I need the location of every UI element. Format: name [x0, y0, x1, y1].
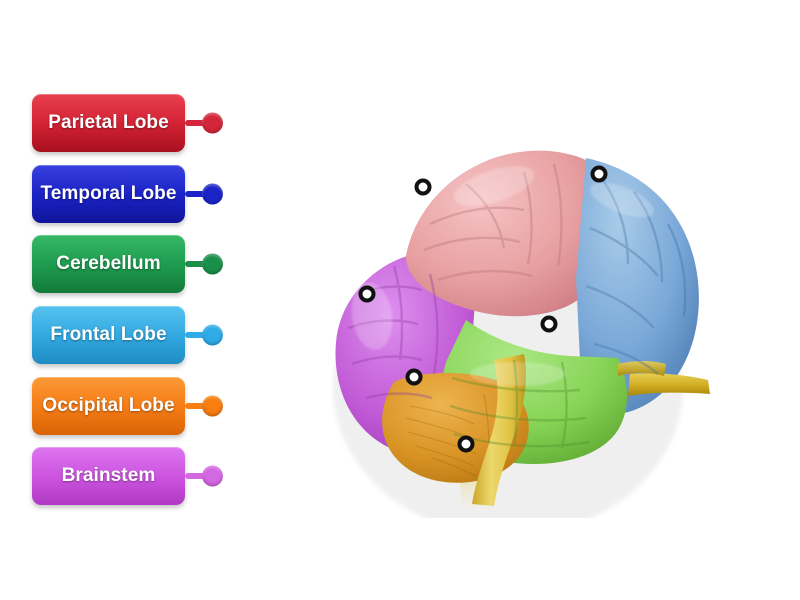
- label-dot-parietal[interactable]: [202, 112, 223, 134]
- label-pill-occipital[interactable]: Occipital Lobe: [32, 377, 185, 435]
- label-pill-text: Occipital Lobe: [42, 395, 175, 417]
- label-pill-text: Parietal Lobe: [48, 112, 169, 134]
- marker-parietal[interactable]: [414, 178, 432, 196]
- brain-diagram-image: [318, 88, 724, 518]
- label-connector-occipital: [185, 403, 207, 409]
- marker-frontal[interactable]: [590, 165, 608, 183]
- marker-temporal[interactable]: [540, 315, 558, 333]
- label-dot-frontal[interactable]: [202, 324, 223, 346]
- label-pill-cerebellum[interactable]: Cerebellum: [32, 235, 185, 293]
- marker-brainstem[interactable]: [457, 435, 475, 453]
- label-row-cerebellum: Cerebellum: [0, 235, 250, 293]
- label-row-occipital: Occipital Lobe: [0, 377, 250, 435]
- label-row-parietal: Parietal Lobe: [0, 94, 250, 152]
- label-row-brainstem: Brainstem: [0, 447, 250, 505]
- label-pill-text: Temporal Lobe: [40, 183, 177, 205]
- label-pill-text: Frontal Lobe: [50, 324, 167, 346]
- label-connector-temporal: [185, 191, 207, 197]
- marker-occipital[interactable]: [358, 285, 376, 303]
- label-row-frontal: Frontal Lobe: [0, 306, 250, 364]
- label-dot-temporal[interactable]: [202, 183, 223, 205]
- label-dot-occipital[interactable]: [202, 395, 223, 417]
- label-connector-parietal: [185, 120, 207, 126]
- marker-cerebellum[interactable]: [405, 368, 423, 386]
- label-connector-cerebellum: [185, 261, 207, 267]
- label-pill-frontal[interactable]: Frontal Lobe: [32, 306, 185, 364]
- label-pill-parietal[interactable]: Parietal Lobe: [32, 94, 185, 152]
- label-pill-text: Brainstem: [61, 465, 156, 487]
- label-dot-cerebellum[interactable]: [202, 253, 223, 275]
- label-dot-brainstem[interactable]: [202, 465, 223, 487]
- label-connector-frontal: [185, 332, 207, 338]
- label-pill-temporal[interactable]: Temporal Lobe: [32, 165, 185, 223]
- label-pill-brainstem[interactable]: Brainstem: [32, 447, 185, 505]
- label-row-temporal: Temporal Lobe: [0, 165, 250, 223]
- label-pill-text: Cerebellum: [56, 253, 161, 275]
- label-connector-brainstem: [185, 473, 207, 479]
